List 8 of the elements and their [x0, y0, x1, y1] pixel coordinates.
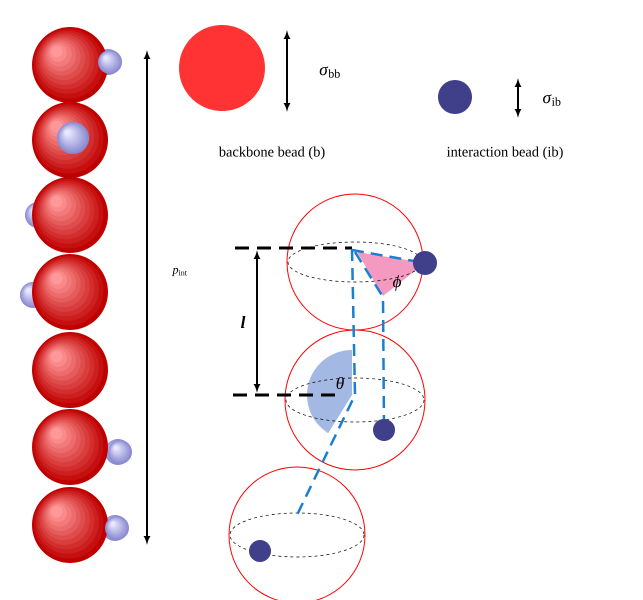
symbol-label: σ$_{bb}$ — [320, 66, 340, 78]
symbol-label: p$_{int}$ — [172, 268, 187, 276]
symbol-label: σ$_{ib}$ — [543, 94, 560, 106]
caption-text: backbone bead (b) — [218, 146, 325, 160]
angle-label: θ — [336, 376, 344, 390]
angle-label: ϕ — [392, 275, 402, 291]
caption-text: interaction bead (ib) — [446, 146, 563, 160]
symbol-label: l — [240, 316, 246, 328]
